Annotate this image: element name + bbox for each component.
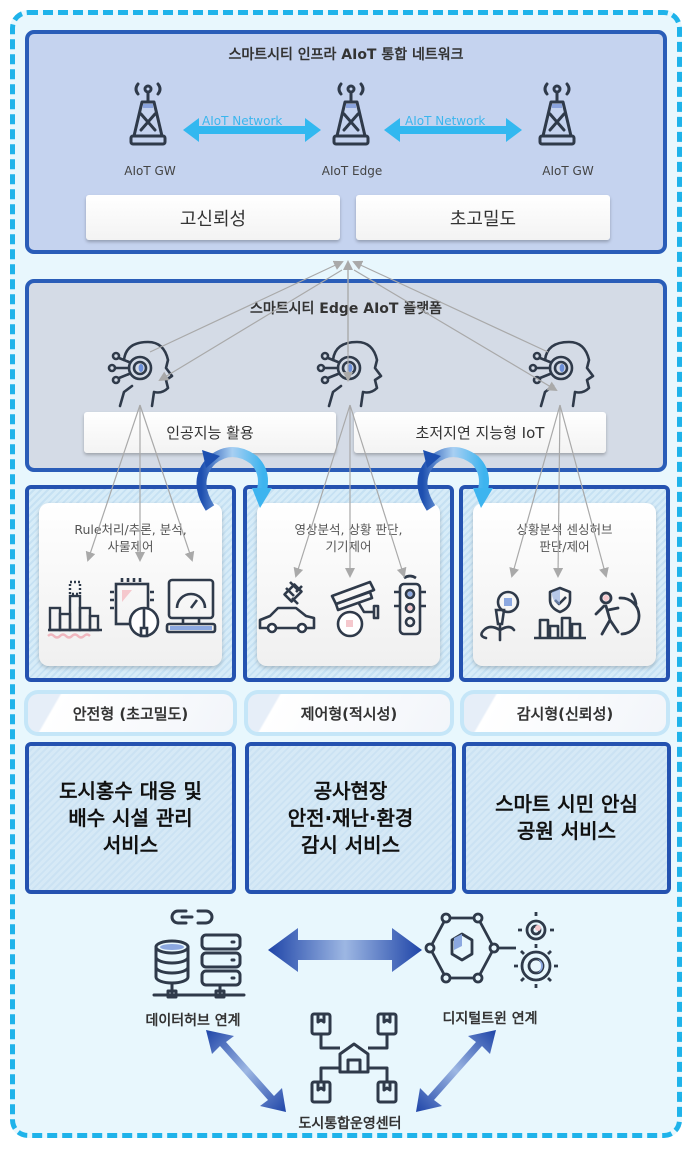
type-pill-safety: 안전형 (초고밀도) — [24, 690, 237, 736]
function-text-3: 상황분석 센싱허브 판단/제어 — [473, 521, 656, 555]
function-text-1-line1: Rule처리/추론, 분석, — [74, 522, 187, 537]
service-construction-line3: 감시 서비스 — [301, 832, 400, 857]
network-link-label-1: AIoT Network — [202, 114, 283, 128]
feature-ultra-density: 초고밀도 — [356, 195, 610, 240]
node-label-gw-left: AIoT GW — [124, 164, 176, 178]
bidirectional-arrow-hub-center — [206, 1030, 286, 1112]
service-flood-line3: 서비스 — [102, 832, 159, 857]
bidirectional-arrow-hub-twin — [268, 928, 422, 972]
service-construction-line1: 공사현장 — [313, 778, 388, 803]
feature-high-reliability: 고신뢰성 — [86, 195, 340, 240]
service-construction-line2: 안전·재난·환경 — [287, 805, 414, 830]
operation-center-label: 도시통합운영센터 — [298, 1116, 402, 1132]
secure-city-icon — [534, 586, 586, 640]
network-link-arrow — [183, 118, 321, 142]
operation-center-icon — [310, 1012, 398, 1104]
function-text-2: 영상분석, 상황 판단, 기기제어 — [257, 521, 440, 555]
service-box-construction: 공사현장 안전·재난·환경 감시 서비스 — [245, 742, 456, 894]
cycle-arrow-icon — [417, 447, 493, 511]
network-title: 스마트시티 인프라 AIoT 통합 네트워크 — [228, 47, 464, 63]
data-hub-icon — [152, 909, 246, 999]
tower-icon — [129, 82, 167, 146]
monitor-gauge-icon — [165, 578, 217, 634]
data-hub-label: 데이터허브 연계 — [145, 1013, 241, 1029]
platform-title: 스마트시티 Edge AIoT 플랫폼 — [250, 301, 442, 317]
tower-icon — [332, 82, 370, 146]
running-person-icon — [594, 591, 641, 636]
flood-city-icon — [47, 580, 102, 639]
service-park-line1: 스마트 시민 안심 — [495, 792, 638, 816]
bidirectional-arrow-twin-center — [416, 1030, 496, 1112]
type-label-monitoring: 감시형(신뢰성) — [464, 694, 666, 732]
cctv-icon — [330, 580, 380, 638]
function-text-3-line1: 상황분석 센싱허브 — [516, 522, 613, 537]
function-text-1-line2: 사물제어 — [107, 539, 154, 554]
digital-twin-label: 디지털트윈 연계 — [442, 1011, 538, 1027]
type-pill-monitoring: 감시형(신뢰성) — [460, 690, 670, 736]
ai-head-icon — [107, 340, 174, 408]
traffic-light-icon — [394, 574, 426, 636]
service-box-park: 스마트 시민 안심 공원 서비스 — [462, 742, 671, 894]
network-link-arrow — [384, 118, 522, 142]
service-park-line2: 공원 서비스 — [517, 819, 616, 843]
tower-icon — [538, 82, 576, 146]
service-flood-line2: 배수 시설 관리 — [68, 805, 193, 830]
service-box-flood: 도시홍수 대응 및 배수 시설 관리 서비스 — [25, 742, 236, 894]
function-text-3-line2: 판단/제어 — [539, 539, 590, 554]
ai-head-icon — [316, 340, 383, 408]
park-lamp-icon — [480, 590, 520, 642]
network-link-label-2: AIoT Network — [405, 114, 486, 128]
type-pill-control: 제어형(적시성) — [244, 690, 454, 736]
node-label-gw-right: AIoT GW — [542, 164, 594, 178]
cycle-arrow-icon — [196, 447, 272, 511]
function-text-1: Rule처리/추론, 분석, 사물제어 — [39, 521, 222, 555]
chip-icon — [110, 578, 160, 638]
ai-head-icon — [528, 340, 595, 408]
type-label-safety: 안전형 (초고밀도) — [28, 694, 233, 732]
function-text-2-line2: 기기제어 — [325, 539, 372, 554]
digital-twin-icon — [424, 912, 558, 988]
type-label-control: 제어형(적시성) — [248, 694, 450, 732]
function-text-2-line1: 영상분석, 상황 판단, — [294, 522, 403, 537]
node-label-edge: AIoT Edge — [321, 164, 383, 178]
service-flood-line1: 도시홍수 대응 및 — [59, 778, 202, 803]
satellite-car-icon — [258, 581, 316, 634]
